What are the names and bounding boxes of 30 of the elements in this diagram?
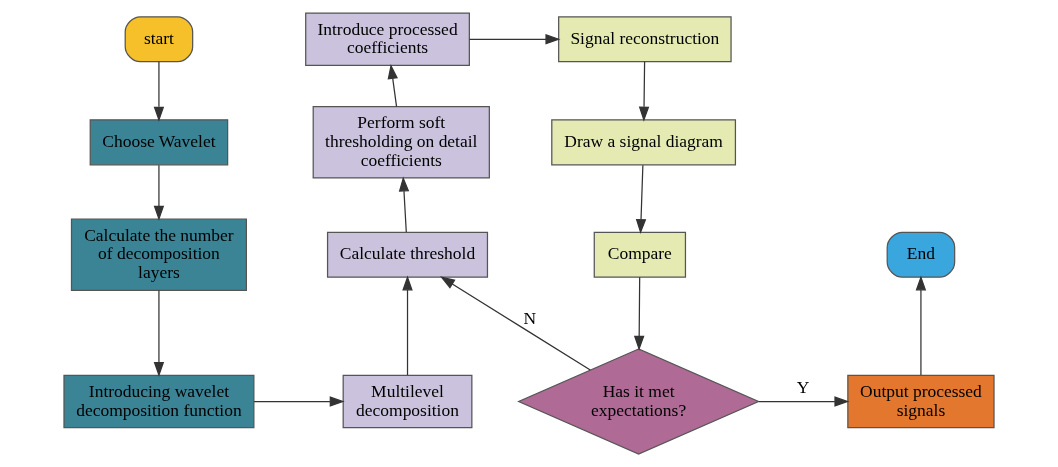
node-box: End <box>886 231 956 278</box>
arrow <box>633 276 645 351</box>
node-box: Perform soft thresholding on detail coefficients <box>312 106 490 179</box>
arrow <box>398 176 410 233</box>
arrow <box>153 289 165 377</box>
arrow <box>635 164 647 235</box>
node-box: start <box>124 16 194 63</box>
node-box: Calculate threshold <box>326 231 489 278</box>
edge-label: N <box>523 308 537 329</box>
arrow <box>387 64 398 108</box>
arrow <box>440 276 591 371</box>
arrow <box>638 61 650 122</box>
node-box: Draw a signal diagram <box>551 119 737 166</box>
arrow <box>402 275 413 376</box>
node-box: Calculate the number of decomposition layers <box>70 218 247 291</box>
arrow <box>153 61 165 122</box>
arrow <box>468 34 561 45</box>
node-box: Signal reconstruction <box>558 16 732 63</box>
edge-label: Y <box>796 377 810 398</box>
arrow <box>153 164 165 221</box>
node-box: Multilevel decomposition <box>342 374 473 429</box>
arrow <box>253 396 345 407</box>
node-diamond: Has it met expectations? <box>517 348 761 455</box>
node-box: Introduce processed coefficients <box>305 12 470 67</box>
arrow <box>758 396 850 407</box>
node-box: Compare <box>593 231 687 278</box>
node-box: Introducing wavelet decomposition function <box>63 374 255 429</box>
node-box: Output processed signals <box>847 374 995 429</box>
node-box: Choose Wavelet <box>89 119 229 166</box>
arrow <box>915 275 927 376</box>
